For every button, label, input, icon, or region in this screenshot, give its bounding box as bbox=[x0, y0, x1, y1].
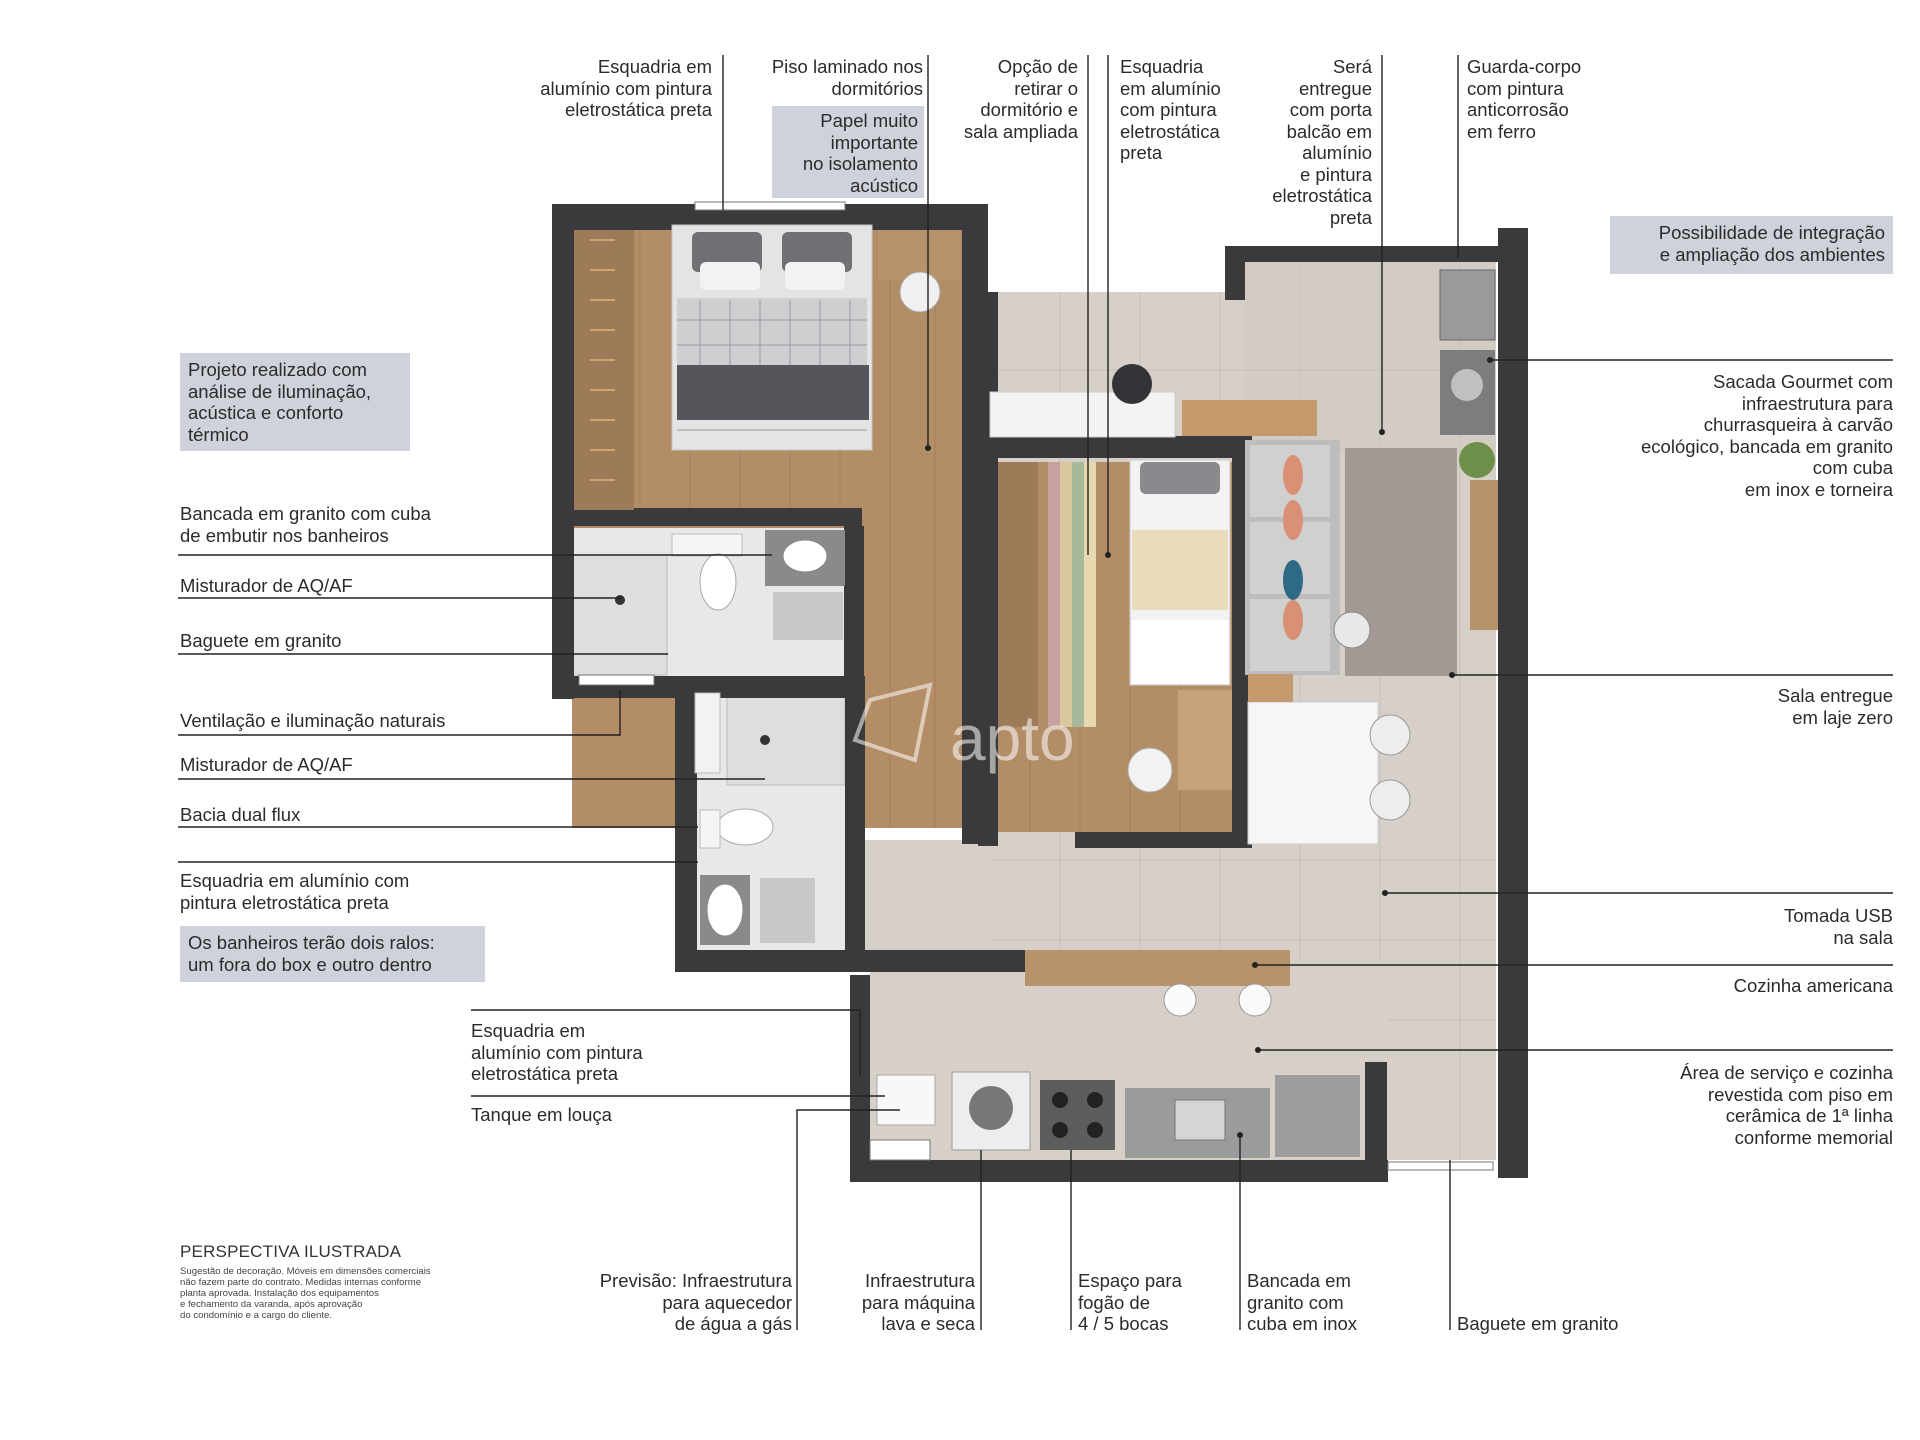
shower1 bbox=[571, 554, 668, 676]
water-heater-box bbox=[869, 1139, 931, 1161]
box-projeto: Projeto realizado com análise de ilumina… bbox=[180, 353, 410, 451]
single-bed bbox=[1129, 459, 1231, 686]
desk-chair bbox=[1127, 747, 1173, 793]
walls bbox=[552, 204, 1528, 1182]
label-bacia: Bacia dual flux bbox=[180, 804, 301, 825]
windows bbox=[578, 201, 1494, 1171]
hall-floor bbox=[850, 840, 990, 960]
leader-lines bbox=[178, 55, 1893, 1330]
sofa bbox=[1245, 440, 1340, 675]
label-cozinha: Cozinha americana bbox=[1733, 975, 1893, 996]
label-area-servico: Área de serviço e cozinha revestida com … bbox=[1680, 1062, 1893, 1148]
label-sacada: Sacada Gourmet com infraestrutura para c… bbox=[1641, 371, 1893, 500]
label-esquadria-dorm2: Esquadria em alumínio com pintura eletro… bbox=[1120, 56, 1221, 163]
grill bbox=[1439, 269, 1496, 341]
kitchen-bar bbox=[1025, 950, 1290, 986]
label-bancada-banheiros: Bancada em granito com cuba de embutir n… bbox=[180, 503, 431, 546]
fridge bbox=[1275, 1075, 1360, 1157]
label-baguete-1: Baguete em granito bbox=[180, 630, 342, 651]
label-misturador-1: Misturador de AQ/AF bbox=[180, 575, 353, 596]
bathroom2-fixtures bbox=[694, 692, 815, 945]
double-bed bbox=[671, 224, 873, 451]
stove bbox=[1040, 1080, 1115, 1150]
desk bbox=[1178, 690, 1232, 790]
label-usb: Tomada USB na sala bbox=[1784, 905, 1893, 948]
watermark-text: apto bbox=[950, 702, 1075, 774]
side-table bbox=[1333, 611, 1371, 649]
wardrobe2 bbox=[998, 462, 1038, 727]
dining-table bbox=[1247, 701, 1379, 845]
label-misturador-2: Misturador de AQ/AF bbox=[180, 754, 353, 775]
label-piso-laminado: Piso laminado nos dormitórios bbox=[771, 56, 923, 99]
shower2 bbox=[726, 694, 846, 786]
label-bancada-cozinha: Bancada em granito com cuba em inox bbox=[1247, 1270, 1358, 1334]
box-ralos: Os banheiros terão dois ralos: um fora d… bbox=[180, 926, 485, 982]
legend-title: PERSPECTIVA ILUSTRADA bbox=[180, 1242, 402, 1261]
box-papel-acustico: Papel muito importante no isolamento acú… bbox=[772, 106, 924, 198]
label-maquina: Infraestrutura para máquina lava e seca bbox=[861, 1270, 975, 1334]
label-sala: Sala entregue em laje zero bbox=[1777, 685, 1893, 728]
watermark-logo: apto bbox=[852, 682, 1075, 774]
shelf bbox=[1182, 400, 1317, 436]
label-esquadria-servico: Esquadria em alumínio com pintura eletro… bbox=[471, 1020, 643, 1084]
leader-dots bbox=[925, 357, 1493, 1138]
plant bbox=[1459, 442, 1495, 478]
bathroom1-fixtures bbox=[615, 530, 845, 640]
label-aquecedor: Previsão: Infraestrutura para aquecedor … bbox=[599, 1270, 792, 1334]
label-ventilacao: Ventilação e iluminação naturais bbox=[180, 710, 446, 731]
label-opcao-retirar: Opção de retirar o dormitório e sala amp… bbox=[963, 56, 1078, 142]
label-esquadria-quarto: Esquadria em alumínio com pintura eletro… bbox=[540, 56, 712, 120]
label-baguete-2: Baguete em granito bbox=[1457, 1313, 1619, 1334]
box-integracao: Possibilidade de integração e ampliação … bbox=[1610, 216, 1893, 274]
label-guarda-corpo: Guarda-corpo com pintura anticorrosão em… bbox=[1467, 56, 1582, 142]
lamp bbox=[1112, 364, 1152, 404]
label-tanque: Tanque em louça bbox=[471, 1104, 612, 1125]
label-fogao: Espaço para fogão de 4 / 5 bocas bbox=[1078, 1270, 1182, 1334]
label-esquadria-banho: Esquadria em alumínio com pintura eletro… bbox=[180, 870, 410, 913]
laundry-tank bbox=[876, 1074, 936, 1126]
balcony-bench bbox=[1470, 480, 1498, 630]
tv-console bbox=[989, 391, 1176, 438]
wardrobe1 bbox=[574, 230, 634, 510]
rug-stripes bbox=[1048, 462, 1096, 727]
chair-bedroom1 bbox=[899, 271, 941, 313]
label-porta-balcao: Será entregue com porta balcão em alumín… bbox=[1272, 56, 1372, 228]
legend-note: Sugestão de decoração. Móveis em dimensõ… bbox=[180, 1266, 431, 1321]
